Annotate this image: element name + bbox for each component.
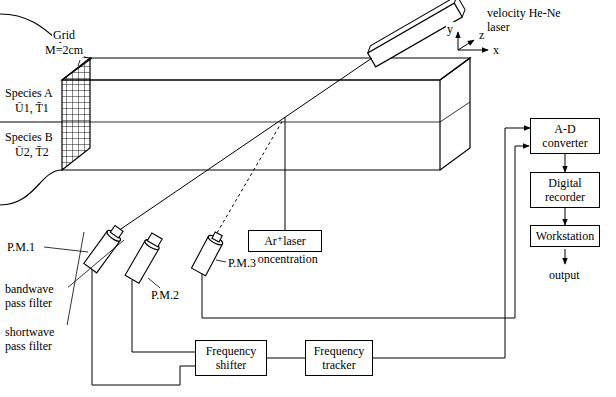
he-ne-laser — [365, 0, 467, 67]
turbulence-grid — [62, 58, 90, 170]
test-channel-part — [62, 80, 440, 170]
detector-label: P.M.1 — [6, 240, 36, 254]
signal-connector — [565, 154, 566, 172]
contraction-inlet-part — [0, 170, 62, 205]
test-channel-part — [62, 58, 470, 80]
signal-connector — [565, 208, 566, 225]
output-label: output — [548, 268, 581, 282]
box-text: Ar⁺laser — [248, 230, 322, 252]
photomultiplier-2 — [125, 232, 164, 283]
leader-lines-part — [148, 278, 160, 288]
process-box: Frequency shifter — [195, 340, 267, 376]
photomultiplier-3-part — [212, 232, 222, 242]
process-box: A-D converter — [530, 118, 600, 154]
coordinate-axes-part — [458, 32, 459, 50]
leader-lines-part — [66, 232, 84, 331]
laser-beams — [118, 58, 372, 238]
box-text: Digital recorder — [535, 176, 595, 204]
test-channel-part — [62, 102, 470, 122]
test-channel — [62, 58, 470, 170]
turbulence-grid-part — [62, 58, 90, 170]
laser-beams-part — [285, 117, 286, 230]
test-channel-part — [440, 58, 470, 170]
grid-leader-part — [78, 60, 80, 66]
signal-connector — [373, 128, 530, 358]
signal-wires — [92, 146, 565, 385]
photomultiplier-1 — [84, 224, 126, 273]
contraction-inlet — [0, 14, 92, 205]
detector-label: P.M.3 — [227, 256, 257, 270]
signal-wires-part — [132, 280, 195, 352]
detector-label: P.M.2 — [150, 288, 180, 302]
signal-connector — [267, 358, 305, 359]
signal-wires-part — [565, 249, 566, 264]
laser-box: Ar⁺laserconcentration — [248, 230, 322, 266]
coordinate-axes-part — [458, 50, 488, 51]
signal-wires-part — [202, 146, 529, 318]
leader-lines — [44, 232, 226, 331]
process-box: Workstation — [530, 225, 600, 247]
he-ne-laser-part — [365, 0, 467, 67]
coordinate-axes-part — [458, 40, 474, 50]
flow-condition: Ū2, T̄2 — [14, 145, 50, 159]
species-label: Species B — [4, 130, 54, 144]
box-text: Frequency tracker — [310, 344, 368, 372]
species-label: Species A — [4, 86, 54, 100]
mesh-size: M=2cm — [44, 43, 84, 57]
axis-label: x — [492, 43, 500, 57]
grid-label: Grid — [52, 28, 76, 42]
box-text: Frequency shifter — [200, 344, 262, 372]
leader-lines-part — [216, 260, 226, 262]
laser-beams-part — [214, 120, 283, 238]
box-caption: concentration — [248, 252, 322, 266]
flow-condition: Ū1, T̄1 — [14, 101, 50, 115]
grid-leader — [78, 60, 80, 66]
filter-label: bandwave pass filter — [4, 282, 68, 310]
laser-label: velocity He-Ne laser — [486, 6, 564, 34]
contraction-inlet-part — [0, 14, 92, 58]
he-ne-laser-part — [368, 3, 463, 67]
photomultiplier-3 — [191, 230, 225, 275]
box-text: Workstation — [535, 229, 595, 243]
contraction-inlet-part — [0, 121, 62, 122]
process-box: Digital recorder — [530, 172, 600, 208]
axis-label: y — [446, 22, 454, 36]
process-box: Frequency tracker — [305, 340, 373, 376]
laser-beams-part — [118, 58, 372, 231]
photomultiplier-2-part — [147, 233, 162, 247]
signal-wires-part — [92, 270, 195, 385]
photomultiplier-1-part — [110, 226, 123, 238]
filter-label: shortwave pass filter — [4, 325, 68, 353]
box-text: A-D converter — [535, 122, 595, 150]
axis-label: z — [478, 28, 485, 42]
